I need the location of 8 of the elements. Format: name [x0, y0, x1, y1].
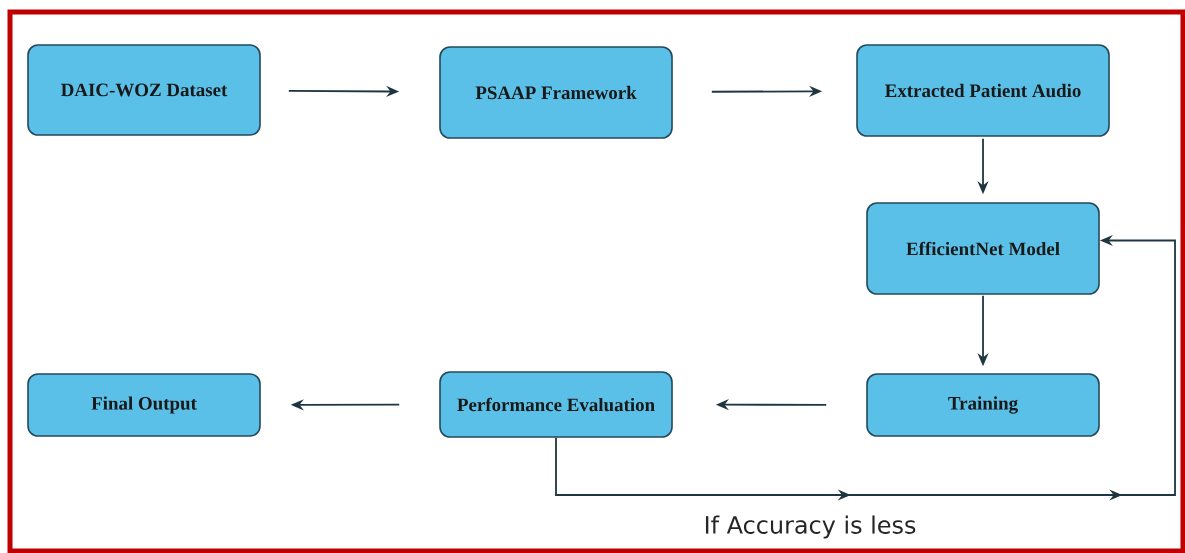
process-box: Performance Evaluation [439, 371, 673, 438]
edge-label: If Accuracy is less [702, 514, 918, 540]
process-box: Training [866, 373, 1100, 437]
process-box: DAIC-WOZ Dataset [27, 44, 261, 136]
process-box: PSAAP Framework [439, 46, 673, 139]
process-box: Final Output [27, 373, 261, 437]
process-box: Extracted Patient Audio [856, 44, 1110, 137]
process-box: EfficientNet Model [866, 202, 1100, 295]
